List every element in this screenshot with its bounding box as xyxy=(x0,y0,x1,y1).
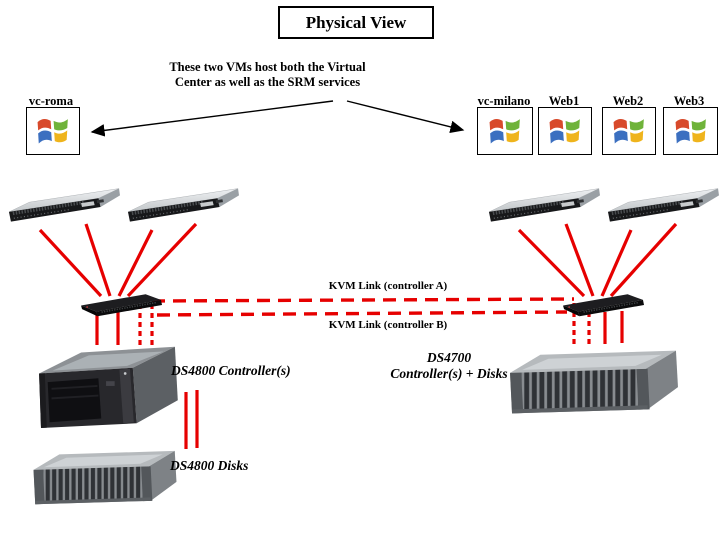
windows-logo-icon xyxy=(486,112,524,150)
kvm-link-b-label: KVM Link (controller B) xyxy=(328,319,448,331)
ds4800-controller-image xyxy=(38,345,179,429)
vm-web2 xyxy=(602,107,656,155)
rack-server-right-1 xyxy=(488,187,600,224)
annotation-text: These two VMs host both the Virtual Cent… xyxy=(125,60,410,90)
ds4700-enclosure-image xyxy=(510,351,678,414)
annotation-line-1: These two VMs host both the Virtual xyxy=(169,60,366,74)
switch-storage-links xyxy=(95,303,624,449)
page-title: Physical View xyxy=(278,6,434,39)
ds4800-disks-label: DS4800 Disks xyxy=(170,458,249,473)
rack-server-left-1 xyxy=(8,187,120,224)
vm-web3 xyxy=(663,107,718,155)
windows-logo-icon xyxy=(672,112,710,150)
rack-server-right-2 xyxy=(607,187,719,224)
vm-label-web1: Web1 xyxy=(548,94,580,108)
vm-label-web2: Web2 xyxy=(612,94,644,108)
ds4700-label-line-2: Controller(s) + Disks xyxy=(390,366,508,381)
ds4700-label: DS4700 Controller(s) + Disks xyxy=(378,350,520,382)
vm-vc-milano xyxy=(477,107,533,155)
ds4800-controller-label: DS4800 Controller(s) xyxy=(171,363,291,378)
windows-logo-icon xyxy=(546,112,584,150)
vm-web1 xyxy=(538,107,592,155)
arrow-to-vc-milano xyxy=(346,100,465,134)
vm-label-vc-roma: vc-roma xyxy=(28,94,74,108)
kvm-link-a-label: KVM Link (controller A) xyxy=(328,280,448,292)
server-switch-links xyxy=(38,222,678,298)
ds4700-label-line-1: DS4700 xyxy=(426,350,472,365)
kvm-switch-left xyxy=(80,293,162,317)
kvm-links xyxy=(151,297,575,317)
vm-vc-roma xyxy=(26,107,80,155)
arrow-to-vc-roma xyxy=(90,100,334,137)
kvm-link-b-line xyxy=(156,310,568,317)
kvm-link-a-line xyxy=(151,297,575,303)
ds4800-disks-image xyxy=(34,451,177,504)
rack-server-left-2 xyxy=(127,187,239,224)
vm-label-web3: Web3 xyxy=(673,94,705,108)
annotation-line-2: Center as well as the SRM services xyxy=(174,75,361,89)
vm-label-vc-milano: vc-milano xyxy=(477,94,531,108)
windows-logo-icon xyxy=(610,112,648,150)
windows-logo-icon xyxy=(34,112,72,150)
annotation-arrows xyxy=(90,100,465,137)
